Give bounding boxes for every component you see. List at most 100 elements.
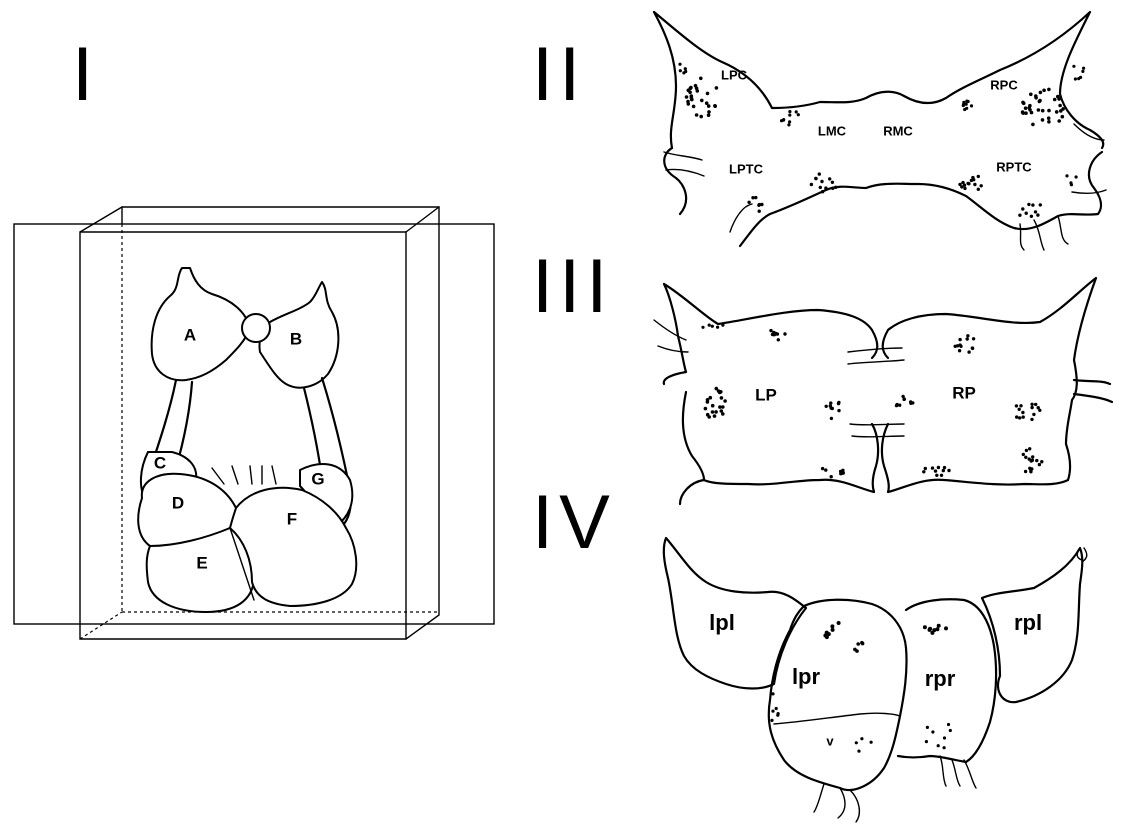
cell-dot (711, 325, 714, 328)
cell-dot (1040, 460, 1043, 463)
cell-dot (895, 404, 898, 407)
cell-dot (947, 723, 950, 726)
cell-dot (1018, 408, 1021, 411)
label-rpr: rpr (925, 666, 956, 691)
cell-dot (965, 107, 968, 110)
cell-dot (834, 186, 837, 189)
cell-dot (776, 332, 779, 335)
cell-dot (1082, 67, 1085, 70)
cell-dot (962, 104, 965, 107)
cell-dot (926, 726, 929, 729)
cell-dot (831, 181, 834, 184)
panel-III: III LP RP (532, 244, 1112, 504)
cell-dot (706, 400, 710, 404)
cell-dot (830, 475, 833, 478)
cell-dot (931, 730, 934, 733)
cell-dot (1022, 415, 1025, 418)
cell-dot (1074, 77, 1077, 80)
section-IV-lpr (769, 600, 907, 790)
label-RPC: RPC (990, 77, 1018, 92)
cell-dot (1077, 77, 1080, 80)
III-commissure (848, 348, 904, 437)
cell-dot (1034, 210, 1037, 213)
cell-dot (935, 627, 939, 631)
cell-dot (1021, 110, 1025, 114)
cell-dot (707, 110, 711, 114)
cell-dot (1038, 463, 1041, 466)
cell-dot (829, 401, 832, 404)
II-right-processes (1020, 216, 1068, 250)
cell-dot (944, 626, 948, 630)
cell-dot (947, 469, 950, 472)
label-G: G (311, 469, 324, 488)
cell-dot (787, 123, 790, 126)
label-LPC: LPC (721, 67, 748, 82)
cell-dot (788, 114, 791, 117)
cell-dot (980, 184, 983, 187)
cell-dot (830, 624, 834, 628)
cell-dot (723, 399, 727, 403)
cell-dot (1037, 108, 1041, 112)
cell-dot (713, 414, 717, 418)
section-IV-lpl (664, 538, 806, 689)
cell-dot (1031, 455, 1034, 458)
cell-dot (971, 346, 974, 349)
cell-dot (825, 405, 828, 408)
cell-dot (716, 326, 719, 329)
label-RP: RP (952, 383, 976, 402)
cell-dot (837, 621, 841, 625)
cell-dot (928, 628, 932, 632)
cell-dot (679, 69, 682, 72)
cell-dot (1075, 175, 1078, 178)
panel-II-numeral: II (532, 32, 586, 117)
cell-dot (830, 417, 833, 420)
cell-dot (1032, 413, 1035, 416)
specimen-drawing: A B C D E F G (138, 268, 356, 612)
cell-dot (775, 707, 778, 710)
cell-dot (1039, 203, 1042, 206)
cell-dot (966, 182, 969, 185)
panel-IV-numeral: IV (532, 480, 616, 565)
label-v: v (826, 733, 834, 748)
cell-dot (777, 338, 780, 341)
cell-dot (940, 474, 943, 477)
cell-dot (788, 110, 791, 113)
cell-dot (963, 184, 966, 187)
cell-dot (1065, 174, 1068, 177)
lobe-A (152, 268, 250, 380)
cell-dot (1031, 123, 1035, 127)
cell-dot (966, 337, 969, 340)
cell-dot (711, 404, 715, 408)
cell-dot (1015, 415, 1018, 418)
cell-dot (959, 345, 962, 348)
cell-dot (689, 86, 693, 90)
cell-dot (911, 401, 914, 404)
label-C: C (154, 453, 166, 472)
cell-dot (1047, 109, 1051, 113)
cell-dot (903, 397, 906, 400)
cell-dot (1018, 416, 1021, 419)
cell-dot (769, 329, 772, 332)
cell-dot (810, 183, 813, 186)
cell-dot (1058, 104, 1062, 108)
cell-dot (954, 345, 957, 348)
cell-dot (770, 719, 773, 722)
label-lpl: lpl (709, 610, 735, 635)
cell-dot (837, 402, 840, 405)
cell-dot (715, 387, 719, 391)
cell-dot (1030, 111, 1034, 115)
cell-dot (930, 631, 934, 635)
cell-dot (1028, 457, 1031, 460)
label-LP: LP (755, 385, 777, 404)
cell-dot (855, 649, 859, 653)
cell-dot (958, 338, 961, 341)
cell-dot (1059, 109, 1063, 113)
cell-dot (695, 113, 699, 117)
cell-dot (958, 183, 961, 186)
cell-dot (1024, 106, 1028, 110)
cell-dot (972, 337, 975, 340)
cell-dot (709, 396, 713, 400)
cell-dot (830, 406, 833, 409)
cell-dot (943, 746, 946, 749)
cell-dot (943, 736, 946, 739)
